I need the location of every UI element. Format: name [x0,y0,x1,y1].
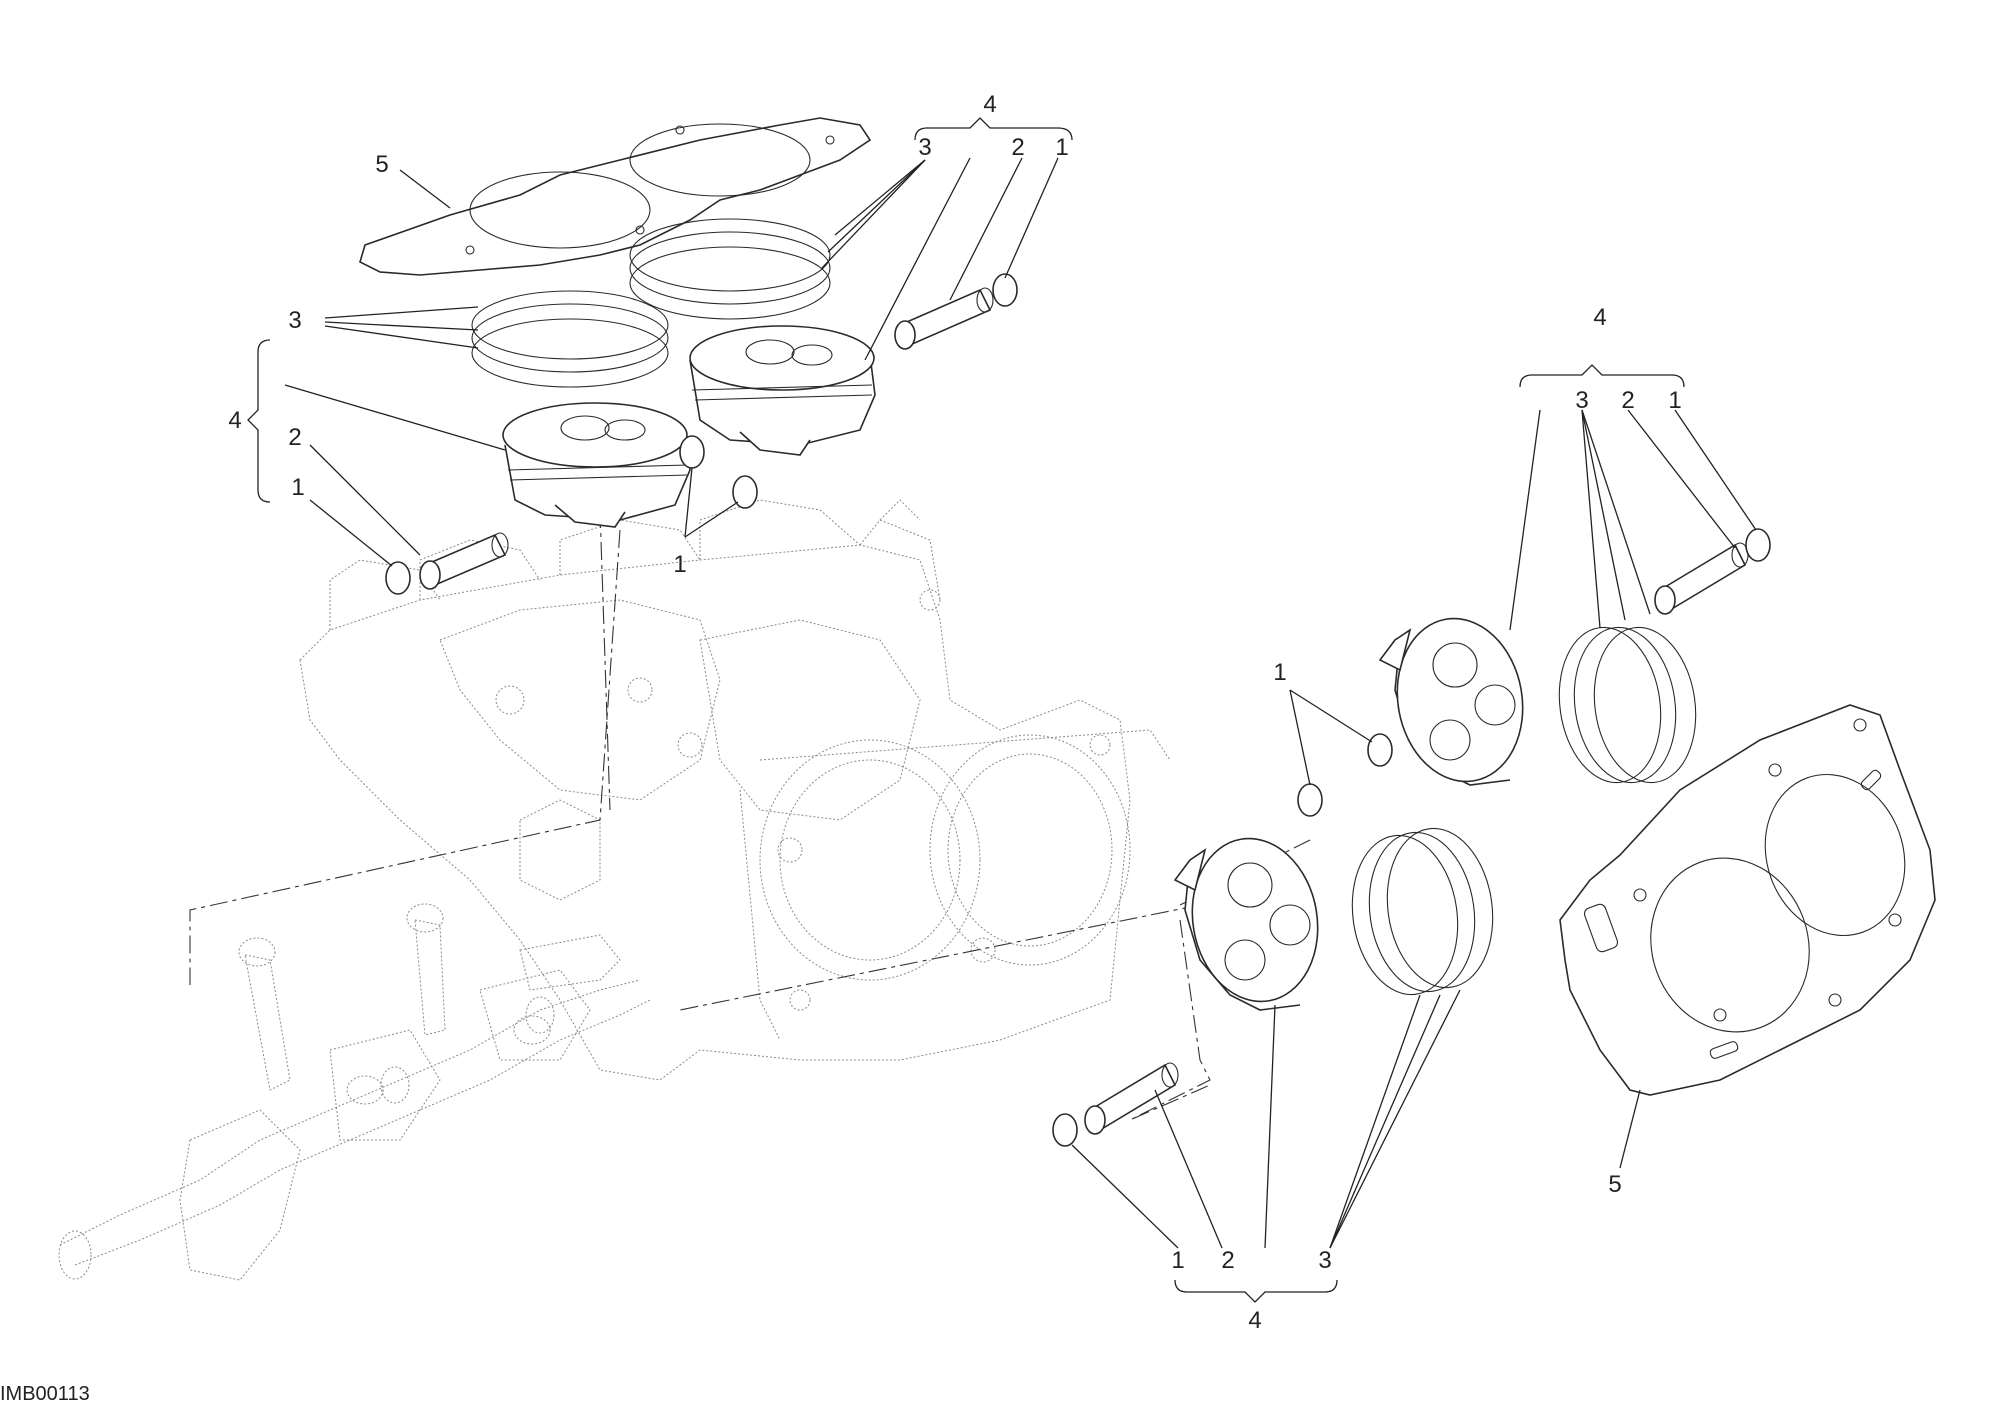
callout-1-bottom: 1 [1171,1247,1184,1274]
callout-1-middle: 1 [673,551,686,578]
diagram-reference-id: IMB00113 [0,1383,90,1405]
piston-pin-upper-right [894,287,994,350]
circlip-right-top [1745,528,1771,562]
crankcase-ghost [299,459,1171,1081]
circlip-right-bottom [1052,1113,1078,1147]
callout-3-top-right: 3 [918,134,931,161]
callout-2-bottom: 2 [1221,1247,1234,1274]
callout-2-right-top: 2 [1621,387,1634,414]
piston-pin-right-bottom [1084,1062,1179,1135]
callout-5-right: 5 [1608,1171,1621,1198]
piston-rings-upper-right [629,218,831,320]
piston-upper-left [502,402,691,528]
piston-rings-upper-left [471,290,669,388]
callout-4-left: 4 [228,407,241,434]
callout-5-top-left: 5 [375,151,388,178]
piston-pin-upper-left [419,532,509,590]
alignment-centerlines [189,509,1311,1121]
piston-rings-right-bottom [1351,827,1494,996]
callout-3-left: 3 [288,307,301,334]
callout-3-bottom: 3 [1318,1247,1331,1274]
circlip-upper-middle-a [679,435,705,469]
cylinder-head-gasket-right [1559,704,1936,1096]
cylinder-head-gasket-top [359,117,872,276]
piston-right-bottom [1173,837,1319,1011]
circlip-upper-left [385,561,411,595]
circlip-right-mid-a [1367,733,1393,767]
callout-1-right-mid: 1 [1273,659,1286,686]
callout-4-top-right: 4 [983,91,996,118]
callout-4-bottom: 4 [1248,1307,1261,1334]
piston-right-top [1378,617,1524,786]
circlip-upper-middle-b [732,475,758,509]
piston-rings-right-top [1558,626,1697,784]
piston-upper-right [689,325,876,456]
leader-lines [247,117,1757,1303]
callout-4-right-top: 4 [1593,304,1606,331]
circlip-right-mid-b [1297,783,1323,817]
callout-1-right-top: 1 [1668,387,1681,414]
callout-1-top-right: 1 [1055,134,1068,161]
circlip-upper-right [992,273,1018,307]
piston-pin-right-top [1654,542,1749,615]
crankshaft-ghost [58,903,651,1281]
callout-1-left: 1 [291,474,304,501]
callouts: 4 3 2 1 5 3 4 2 1 1 4 3 2 1 1 1 2 3 4 5 [228,91,1681,1334]
callout-2-top-right: 2 [1011,134,1024,161]
callout-2-left: 2 [288,424,301,451]
callout-3-right-top: 3 [1575,387,1588,414]
